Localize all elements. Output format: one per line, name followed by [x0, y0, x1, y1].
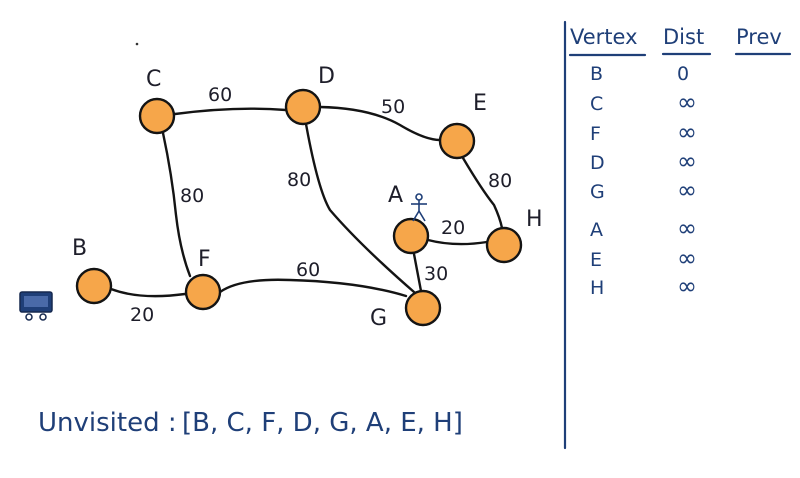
node-f: [184, 273, 222, 311]
header-vertex: Vertex: [570, 25, 638, 49]
edge-a-h: [426, 238, 489, 246]
row-vertex: E: [590, 249, 602, 271]
node-label-g: G: [370, 306, 387, 331]
nodes-layer: C D E A H B F G: [72, 64, 543, 331]
edge-weight-b-f: 20: [130, 304, 154, 326]
row-dist: ∞: [677, 272, 697, 300]
edge-d-g: [304, 122, 416, 294]
edge-weight-e-h: 80: [488, 170, 512, 192]
node-label-c: C: [146, 67, 161, 92]
table-row: F∞: [590, 118, 697, 146]
node-g: [404, 289, 442, 327]
table-row: H∞: [590, 272, 697, 300]
table-row: E∞: [590, 244, 697, 272]
row-vertex: D: [590, 152, 605, 174]
table-row: D∞: [590, 147, 697, 175]
header-prev: Prev: [736, 25, 782, 49]
unvisited-label: Unvisited :: [38, 408, 177, 438]
row-dist: ∞: [677, 147, 697, 175]
header-dist: Dist: [663, 25, 704, 49]
edge-weight-d-e: 50: [381, 96, 405, 118]
row-dist: ∞: [677, 214, 697, 242]
table-row: C∞: [590, 88, 697, 116]
node-c: [138, 97, 176, 135]
edge-weight-a-g: 30: [424, 263, 448, 285]
node-label-d: D: [318, 64, 335, 89]
unvisited-items: [B, C, F, D, G, A, E, H]: [182, 408, 463, 438]
edge-weights-layer: 60 50 80 80 80 20 30 20 60: [130, 84, 512, 326]
stray-dot: [135, 42, 139, 46]
edge-weight-a-h: 20: [441, 217, 465, 239]
row-vertex: C: [590, 93, 603, 115]
node-label-f: F: [198, 247, 211, 272]
edge-f-g: [218, 278, 408, 298]
row-vertex: H: [590, 277, 604, 299]
monitor-icon: [19, 291, 53, 321]
row-vertex: A: [590, 219, 603, 241]
edge-c-f: [161, 131, 192, 278]
node-h: [485, 226, 523, 264]
node-e: [438, 122, 476, 160]
edge-weight-c-d: 60: [208, 84, 232, 106]
edge-d-e: [318, 105, 442, 142]
node-b: [75, 267, 113, 305]
table-row: A∞: [590, 214, 697, 242]
edge-a-g: [412, 252, 423, 293]
edge-c-d: [173, 107, 288, 116]
node-label-a: A: [388, 183, 403, 208]
row-dist: ∞: [677, 244, 697, 272]
edge-e-h: [461, 156, 504, 230]
unvisited-list: Unvisited : [B, C, F, D, G, A, E, H]: [38, 408, 463, 438]
node-d: [284, 88, 322, 126]
node-label-e: E: [473, 91, 487, 116]
table-row: G∞: [590, 176, 697, 204]
edge-weight-c-f: 80: [180, 185, 204, 207]
row-dist: 0: [677, 63, 689, 85]
row-dist: ∞: [677, 176, 697, 204]
start-person-icon: [411, 193, 427, 222]
edge-weight-d-g: 80: [287, 169, 311, 191]
edge-weight-f-g: 60: [296, 259, 320, 281]
row-vertex: G: [590, 181, 605, 203]
node-label-h: H: [526, 207, 543, 232]
row-dist: ∞: [677, 88, 697, 116]
row-vertex: B: [590, 63, 603, 85]
row-dist: ∞: [677, 118, 697, 146]
edge-b-f: [109, 287, 187, 298]
node-label-b: B: [72, 236, 87, 261]
node-a: [392, 217, 430, 255]
row-vertex: F: [590, 123, 601, 145]
edges-layer: [109, 105, 504, 298]
